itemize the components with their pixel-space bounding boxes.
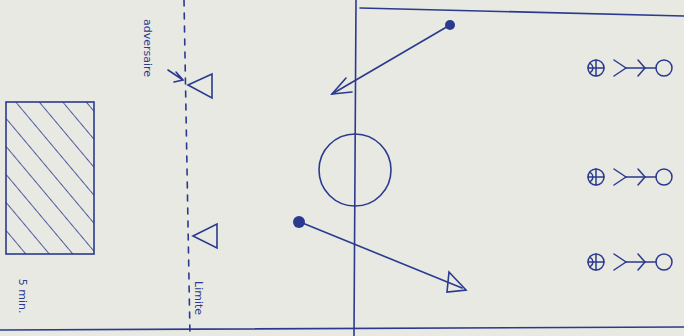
ball-seam xyxy=(590,63,593,73)
goal-zone xyxy=(6,102,94,254)
top-line xyxy=(360,8,684,16)
cone xyxy=(188,74,212,98)
center-circle xyxy=(319,134,391,206)
player-head xyxy=(656,169,672,185)
player-arm xyxy=(638,169,645,177)
note-label: adversaire xyxy=(141,17,153,79)
ball-seam xyxy=(595,60,597,76)
arrow-head xyxy=(447,272,466,292)
cone xyxy=(193,224,217,248)
player-body xyxy=(626,261,656,263)
bottom-line xyxy=(0,327,684,330)
pass-arrow xyxy=(332,25,450,94)
player-leg xyxy=(614,177,626,185)
player-ball xyxy=(588,169,604,185)
player-arm xyxy=(638,68,645,76)
player-leg xyxy=(614,68,626,76)
ball-dot xyxy=(445,20,455,30)
player-head xyxy=(656,254,672,270)
player-head xyxy=(656,60,672,76)
player-arm xyxy=(638,254,645,262)
player-body xyxy=(626,67,656,69)
ball-seam xyxy=(595,254,597,270)
pass-arrow xyxy=(300,222,462,288)
arrow-head xyxy=(332,78,352,94)
note-label: 5 min. xyxy=(16,277,28,316)
player-ball xyxy=(588,60,604,76)
player-leg xyxy=(614,169,626,177)
center-line xyxy=(354,0,356,336)
player-arm xyxy=(638,60,645,68)
limit-line xyxy=(184,0,190,336)
ball-dot xyxy=(293,216,305,228)
player-arm xyxy=(638,177,645,185)
ball-seam xyxy=(590,172,593,182)
ball-seam xyxy=(590,257,593,267)
player-body xyxy=(626,176,656,178)
note-label: Limite xyxy=(192,279,204,317)
player-leg xyxy=(614,254,626,262)
player-ball xyxy=(588,254,604,270)
pointer-arrow xyxy=(168,70,183,82)
player-leg xyxy=(614,60,626,68)
player-arm xyxy=(638,262,645,270)
player-leg xyxy=(614,262,626,270)
ball-seam xyxy=(595,169,597,185)
